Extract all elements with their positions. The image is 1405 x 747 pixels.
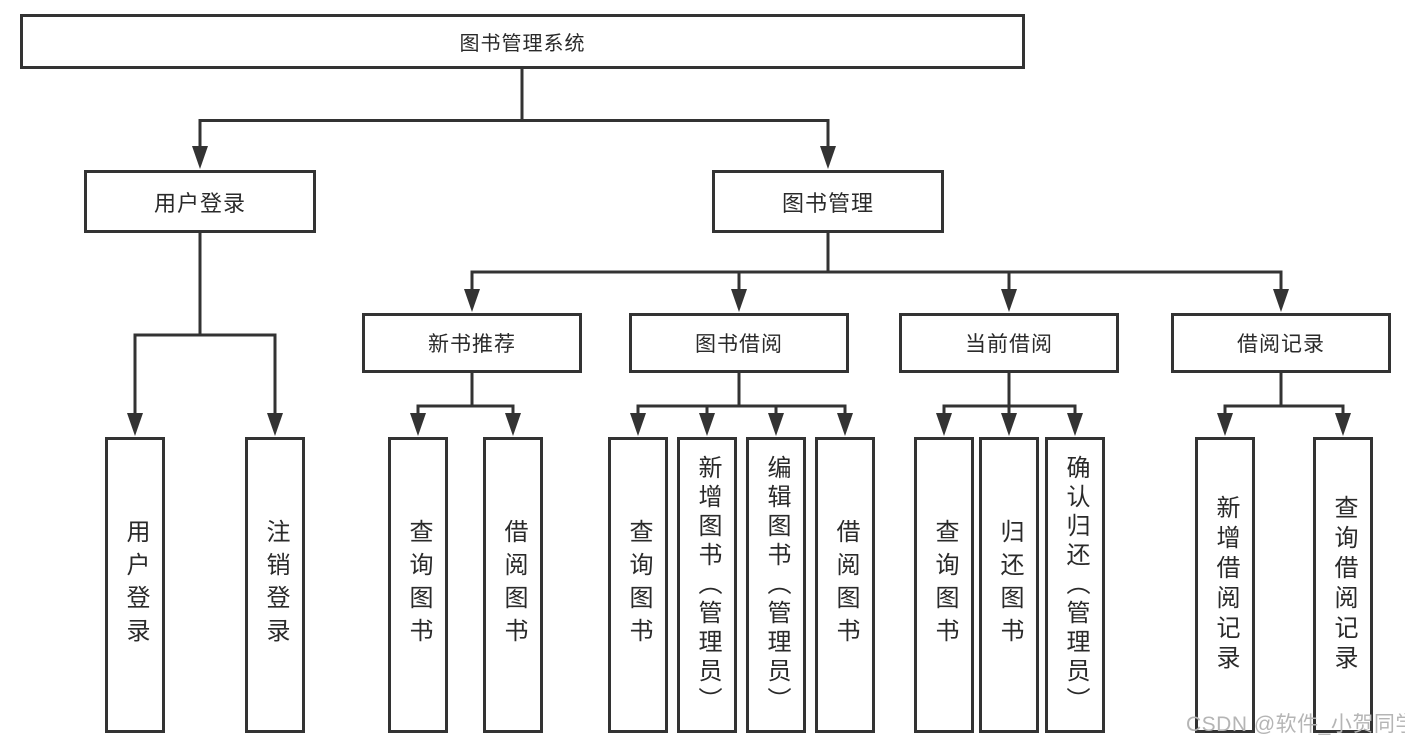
leaf-query-books-borrowing: 查询图书 bbox=[608, 437, 668, 733]
csdn-watermark: CSDN @软件_小贺同学 bbox=[1186, 713, 1405, 736]
node-book-management: 图书管理 bbox=[712, 170, 944, 233]
leaf-return-book-label: 归还图书 bbox=[996, 519, 1023, 651]
leaf-add-book-admin-label: 新增图书（管理员） bbox=[694, 454, 721, 716]
arrowhead bbox=[936, 413, 952, 436]
node-borrowing-records-label: 借阅记录 bbox=[1237, 333, 1325, 356]
arrowhead bbox=[820, 146, 836, 169]
node-current-borrowing: 当前借阅 bbox=[899, 313, 1119, 373]
node-book-borrowing-label: 图书借阅 bbox=[695, 333, 783, 356]
leaf-query-borrow-record: 查询借阅记录 bbox=[1313, 437, 1373, 733]
leaf-borrow-books-recommend-label: 借阅图书 bbox=[500, 519, 527, 651]
leaf-query-books-borrowing-label: 查询图书 bbox=[625, 519, 652, 651]
node-user-login: 用户登录 bbox=[84, 170, 316, 233]
arrowhead bbox=[1067, 413, 1083, 436]
node-new-book-recommend-label: 新书推荐 bbox=[428, 333, 516, 356]
node-root: 图书管理系统 bbox=[20, 14, 1025, 69]
leaf-add-book-admin: 新增图书（管理员） bbox=[677, 437, 737, 733]
arrowhead bbox=[1217, 413, 1233, 436]
node-new-book-recommend: 新书推荐 bbox=[362, 313, 582, 373]
arrowhead bbox=[731, 289, 747, 312]
arrowhead bbox=[505, 413, 521, 436]
arrowhead bbox=[127, 413, 143, 436]
arrowhead bbox=[267, 413, 283, 436]
leaf-query-books-current: 查询图书 bbox=[914, 437, 974, 733]
arrowhead bbox=[410, 413, 426, 436]
arrowhead bbox=[699, 413, 715, 436]
leaf-query-books-current-label: 查询图书 bbox=[931, 519, 958, 651]
leaf-add-borrow-record-label: 新增借阅记录 bbox=[1212, 495, 1239, 675]
leaf-query-books-recommend-label: 查询图书 bbox=[405, 519, 432, 651]
leaf-confirm-return-admin: 确认归还（管理员） bbox=[1045, 437, 1105, 733]
leaf-user-login: 用户登录 bbox=[105, 437, 165, 733]
leaf-return-book: 归还图书 bbox=[979, 437, 1039, 733]
node-user-login-label: 用户登录 bbox=[153, 190, 246, 216]
arrowhead bbox=[1335, 413, 1351, 436]
leaf-borrow-books: 借阅图书 bbox=[815, 437, 875, 733]
leaf-query-borrow-record-label: 查询借阅记录 bbox=[1330, 495, 1357, 675]
node-root-label: 图书管理系统 bbox=[459, 33, 586, 55]
connector-path bbox=[133, 69, 1345, 416]
leaf-add-borrow-record: 新增借阅记录 bbox=[1195, 437, 1255, 733]
leaf-edit-book-admin: 编辑图书（管理员） bbox=[746, 437, 806, 733]
node-current-borrowing-label: 当前借阅 bbox=[965, 333, 1053, 356]
leaf-logout: 注销登录 bbox=[245, 437, 305, 733]
leaf-borrow-books-recommend: 借阅图书 bbox=[483, 437, 543, 733]
leaf-logout-label: 注销登录 bbox=[262, 519, 289, 651]
node-book-borrowing: 图书借阅 bbox=[629, 313, 849, 373]
arrowhead bbox=[837, 413, 853, 436]
leaf-borrow-books-label: 借阅图书 bbox=[832, 519, 859, 651]
arrowhead bbox=[1273, 289, 1289, 312]
leaf-query-books-recommend: 查询图书 bbox=[388, 437, 448, 733]
node-borrowing-records: 借阅记录 bbox=[1171, 313, 1391, 373]
leaf-user-login-label: 用户登录 bbox=[122, 519, 149, 651]
leaf-edit-book-admin-label: 编辑图书（管理员） bbox=[763, 454, 790, 716]
arrowhead bbox=[630, 413, 646, 436]
arrowheads bbox=[127, 146, 1351, 436]
arrowhead bbox=[1001, 413, 1017, 436]
node-book-management-label: 图书管理 bbox=[781, 190, 874, 216]
arrowhead bbox=[192, 146, 208, 169]
leaf-confirm-return-admin-label: 确认归还（管理员） bbox=[1062, 454, 1089, 716]
arrowhead bbox=[1001, 289, 1017, 312]
arrowhead bbox=[768, 413, 784, 436]
arrowhead bbox=[464, 289, 480, 312]
